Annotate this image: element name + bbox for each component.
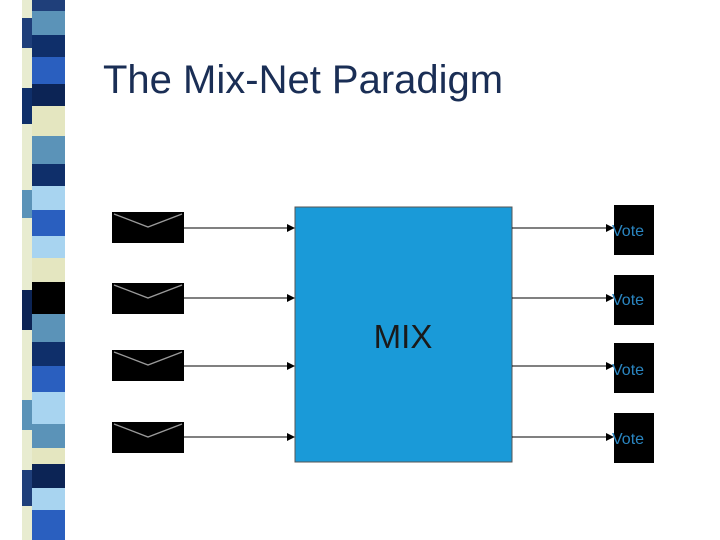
vote-label: Vote [612, 223, 644, 240]
vote-box: Vote [612, 205, 654, 255]
vote-box: Vote [612, 275, 654, 325]
vote-box: Vote [612, 343, 654, 393]
envelope-icon [112, 350, 184, 381]
mix-label: MIX [374, 318, 433, 355]
envelope-icon [112, 212, 184, 243]
vote-label: Vote [612, 431, 644, 448]
vote-box: Vote [612, 413, 654, 463]
decorative-stripe [0, 0, 65, 540]
envelope-icon [112, 283, 184, 314]
vote-label: Vote [612, 362, 644, 379]
envelope-icon [112, 422, 184, 453]
mix-box [294, 206, 513, 463]
vote-label: Vote [612, 292, 644, 309]
slide-title: The Mix-Net Paradigm [103, 58, 504, 102]
